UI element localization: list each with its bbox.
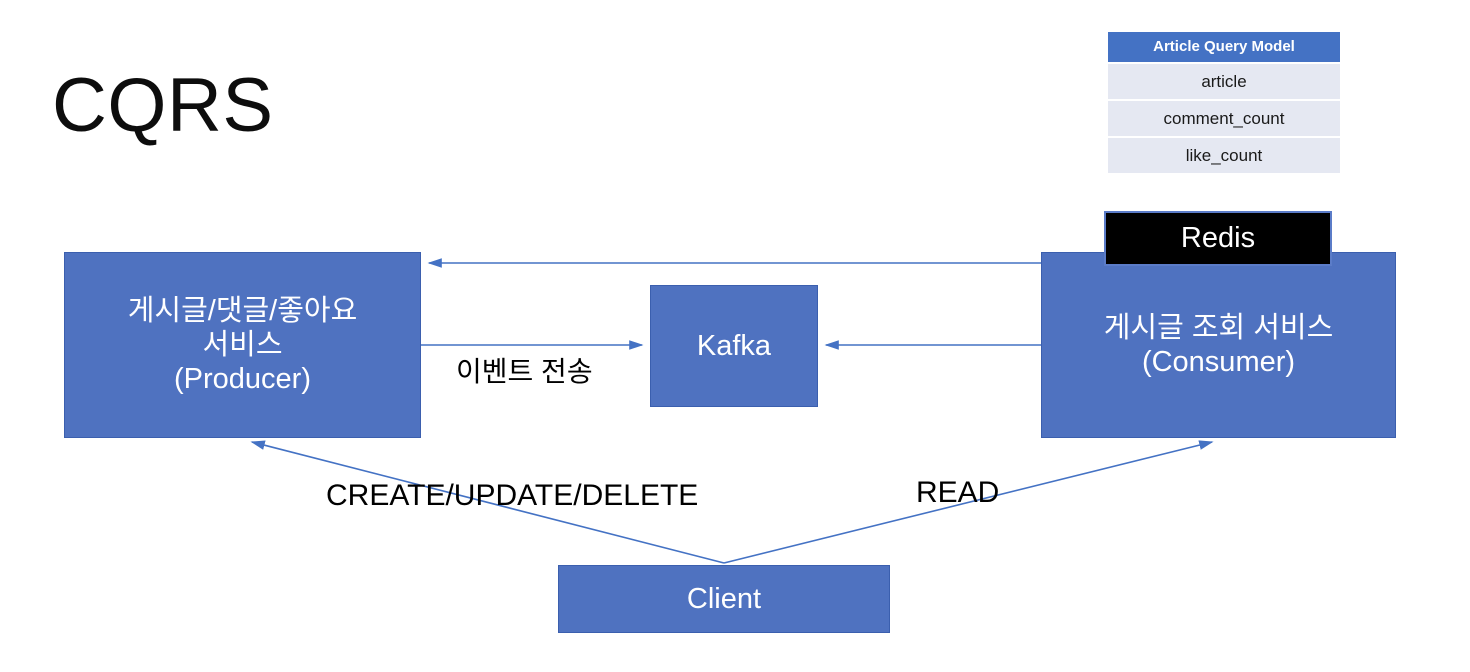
node-client-label: Client — [686, 582, 762, 615]
table-cell-comment-count: comment_count — [1108, 99, 1340, 137]
edge-label-write: CREATE/UPDATE/DELETE — [326, 479, 699, 512]
page-title: CQRS — [52, 63, 274, 148]
table-cell-article: article — [1108, 62, 1340, 100]
node-client[interactable]: Client — [558, 565, 890, 633]
edge-label-event-send: 이벤트 전송 — [456, 356, 593, 387]
node-producer-service[interactable]: 게시글/댓글/좋아요 서비스 (Producer) — [64, 252, 421, 438]
node-redis[interactable]: Redis — [1104, 211, 1332, 266]
table-row: like_count — [1108, 136, 1340, 173]
node-kafka[interactable]: Kafka — [650, 285, 818, 407]
table-cell-like-count: like_count — [1108, 136, 1340, 173]
table-header-row: Article Query Model — [1108, 32, 1340, 63]
table-header-cell: Article Query Model — [1108, 32, 1340, 63]
node-redis-label: Redis — [1180, 222, 1256, 255]
node-consumer-label: 게시글 조회 서비스 (Consumer) — [1103, 311, 1334, 378]
node-kafka-label: Kafka — [696, 329, 772, 362]
edge-label-read: READ — [916, 476, 1000, 509]
node-producer-label: 게시글/댓글/좋아요 서비스 (Producer) — [127, 294, 358, 396]
article-query-model-table: Article Query Model article comment_coun… — [1108, 32, 1340, 173]
node-consumer-service[interactable]: 게시글 조회 서비스 (Consumer) — [1041, 252, 1396, 438]
table-row: article — [1108, 62, 1340, 100]
table-row: comment_count — [1108, 99, 1340, 137]
